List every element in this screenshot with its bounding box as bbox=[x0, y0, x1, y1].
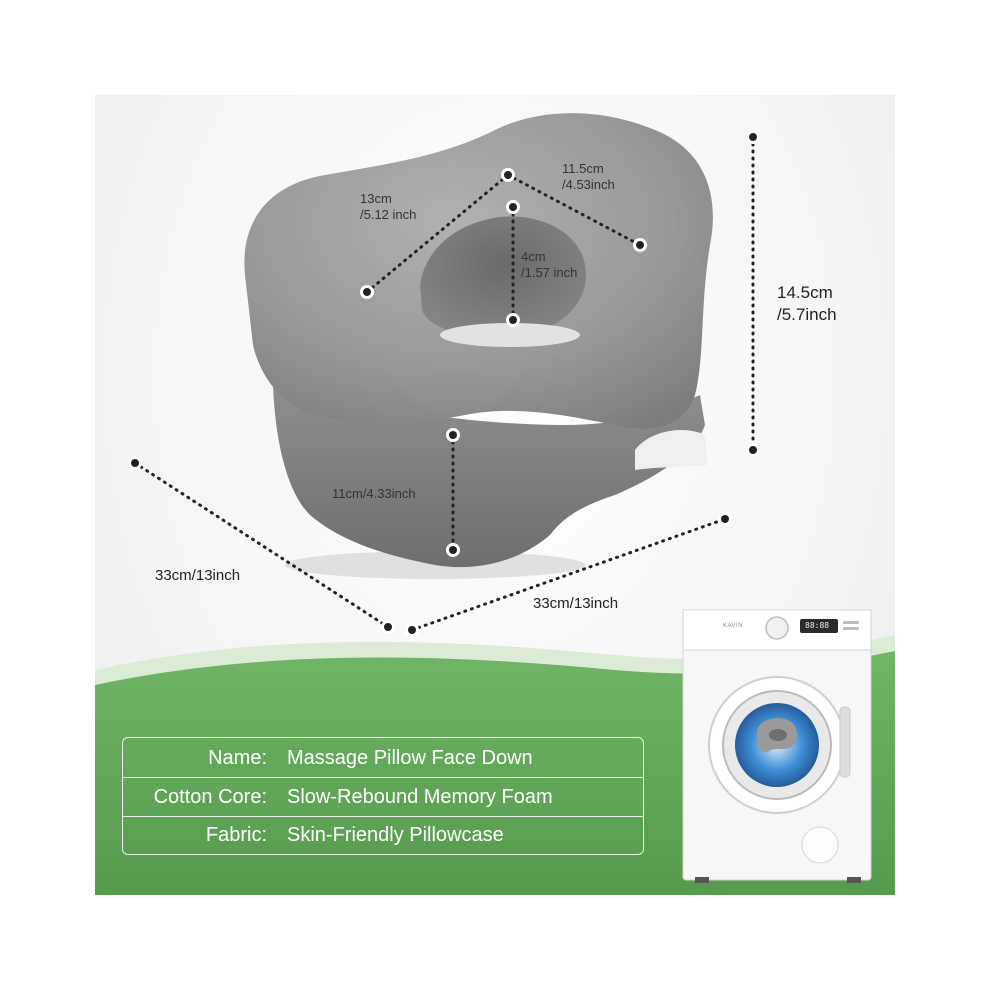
face-hole bbox=[420, 216, 586, 338]
dim-top-left: 13cm /5.12 inch bbox=[360, 191, 417, 222]
dim-width-right: 33cm/13inch bbox=[533, 595, 619, 612]
washing-machine bbox=[682, 609, 872, 883]
spec-table: Name: Massage Pillow Face Down Cotton Co… bbox=[122, 737, 644, 855]
spec-value: Massage Pillow Face Down bbox=[287, 746, 533, 769]
spec-row-name: Name: Massage Pillow Face Down bbox=[123, 740, 643, 776]
spec-row-core: Cotton Core: Slow-Rebound Memory Foam bbox=[123, 779, 643, 815]
spec-row-fabric: Fabric: Skin-Friendly Pillowcase bbox=[123, 817, 643, 853]
washer-brand: KAVIN bbox=[723, 623, 744, 629]
spec-label: Name: bbox=[208, 746, 267, 769]
dim-hole-depth: 4cm /1.57 inch bbox=[521, 249, 578, 280]
product-image-canvas: 13cm /5.12 inch 11.5cm /4.53inch 4cm /1.… bbox=[95, 95, 895, 895]
pillow-front bbox=[273, 385, 705, 568]
spec-label: Cotton Core: bbox=[153, 785, 267, 808]
spec-label: Fabric: bbox=[205, 823, 267, 846]
illustration bbox=[95, 113, 895, 895]
dim-overall-height: 14.5cm /5.7inch bbox=[777, 283, 837, 324]
dim-side-height: 11cm/4.33inch bbox=[332, 486, 416, 501]
spec-value: Skin-Friendly Pillowcase bbox=[287, 823, 504, 846]
dim-top-right: 11.5cm /4.53inch bbox=[562, 161, 615, 192]
washer-display: 88:88 bbox=[805, 621, 830, 630]
spec-value: Slow-Rebound Memory Foam bbox=[287, 785, 553, 808]
dim-width-left: 33cm/13inch bbox=[155, 567, 241, 584]
